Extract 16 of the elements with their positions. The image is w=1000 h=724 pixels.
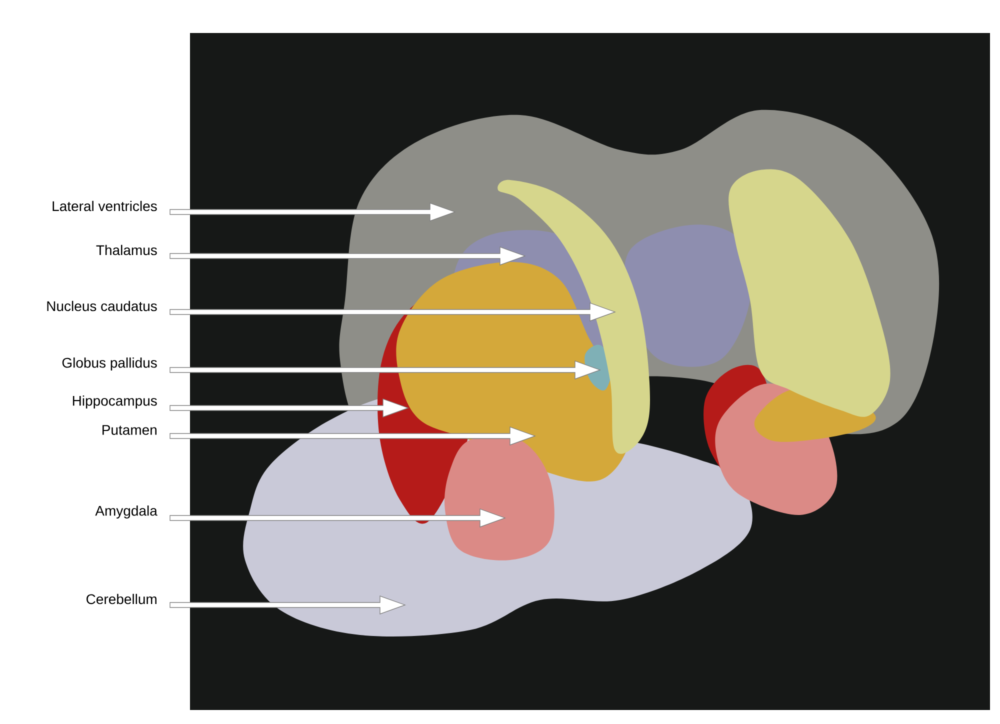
arrow [170, 426, 536, 446]
structure-label: Amygdala [95, 505, 158, 519]
arrow [170, 246, 526, 266]
arrow [170, 596, 406, 614]
arrow [170, 508, 506, 528]
arrow [170, 398, 409, 418]
arrow [170, 302, 616, 322]
structure-label: Globus pallidus [62, 357, 157, 371]
arrow [170, 360, 601, 380]
structure-label: Cerebellum [86, 594, 156, 604]
arrow [170, 202, 456, 222]
structure-label: Nucleus caudatus [47, 300, 157, 312]
structure-label: Putamen [102, 425, 156, 435]
structure-label: Hippocampus [72, 395, 157, 409]
structure-label: Thalamus [96, 244, 157, 256]
structure-label: Lateral ventricles [52, 200, 157, 212]
